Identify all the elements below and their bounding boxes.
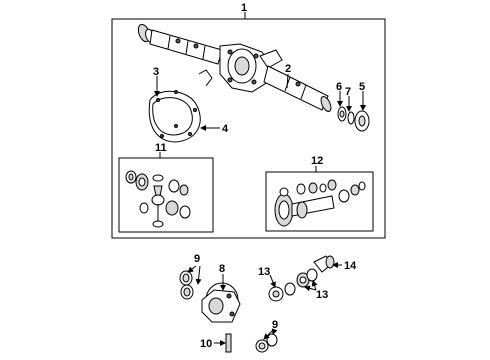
callout-13-right: 13 bbox=[316, 289, 328, 301]
axle-housing bbox=[137, 23, 332, 112]
callout-13-left: 13 bbox=[258, 266, 270, 278]
leader-13b-1 bbox=[304, 285, 317, 292]
callout-8: 8 bbox=[219, 263, 225, 275]
leader-9b-1 bbox=[263, 330, 273, 340]
leader-9a-2 bbox=[195, 265, 202, 285]
callout-11: 11 bbox=[155, 142, 167, 154]
callout-4: 4 bbox=[222, 123, 229, 135]
callout-5: 5 bbox=[359, 81, 365, 93]
leader-2 bbox=[286, 73, 289, 89]
leader-9a-1 bbox=[187, 265, 197, 273]
leader-9b-2 bbox=[271, 328, 278, 335]
leader-13b-2 bbox=[311, 280, 318, 291]
cross-pin bbox=[225, 333, 232, 353]
vent-bracket bbox=[198, 69, 213, 87]
callout-1: 1 bbox=[241, 2, 247, 14]
differential-cover bbox=[148, 90, 201, 143]
gear-kit-box bbox=[118, 157, 214, 233]
callout-9-lower: 9 bbox=[272, 319, 278, 331]
ring-and-pinion-set bbox=[274, 179, 366, 227]
assembly-frame bbox=[111, 18, 386, 239]
side-gear-set bbox=[125, 170, 191, 228]
callout-7: 7 bbox=[345, 86, 351, 98]
axle-shaft-seal-set bbox=[337, 106, 370, 132]
callout-6: 6 bbox=[336, 81, 342, 93]
callout-3: 3 bbox=[153, 66, 159, 78]
callout-12: 12 bbox=[311, 155, 323, 167]
callout-10: 10 bbox=[200, 338, 212, 350]
pinion-bearing-set bbox=[268, 268, 318, 302]
callout-9-upper: 9 bbox=[194, 253, 200, 265]
callout-2: 2 bbox=[285, 63, 291, 75]
carrier-bearing-set-upper bbox=[179, 270, 194, 300]
callout-14: 14 bbox=[344, 260, 357, 272]
leader-13a bbox=[269, 274, 276, 288]
pinion-yoke bbox=[313, 255, 335, 273]
ring-pinion-box bbox=[265, 171, 374, 232]
differential-case bbox=[201, 282, 241, 323]
